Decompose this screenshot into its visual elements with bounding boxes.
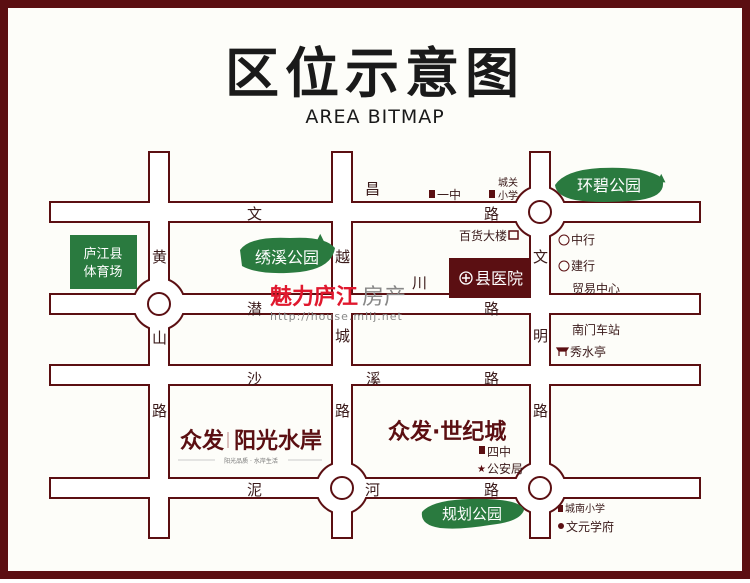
- star-icon: ★: [477, 464, 486, 475]
- stadium-marker: 庐江县 体育场: [70, 235, 137, 289]
- poi-jianhang: 建行: [571, 259, 595, 273]
- road-label: 路: [152, 402, 167, 420]
- stadium-label: 体育场: [83, 264, 122, 280]
- road-label: 文: [247, 205, 262, 223]
- poi-nanmen: 南门车站: [572, 322, 620, 337]
- poi-yizhong: 一中: [437, 187, 461, 202]
- road-label: 路: [484, 205, 499, 223]
- road-label: 河: [365, 481, 380, 499]
- road: [333, 153, 351, 537]
- poi-chengnan: 城南小学: [565, 502, 605, 515]
- school-icon: [479, 446, 485, 454]
- poi-chengguan: 城关: [498, 176, 518, 189]
- road-label: 溪: [366, 370, 381, 388]
- watermark-brand: 魅力庐江: [270, 284, 358, 310]
- road-network: [49, 151, 701, 539]
- watermark-suffix: 房产: [362, 285, 406, 310]
- poi-chengguan: 小学: [498, 189, 518, 202]
- road-label: 越: [335, 248, 350, 266]
- road-label: 路: [484, 481, 499, 499]
- hospital-icon: [459, 271, 473, 285]
- road-label: 路: [533, 402, 548, 420]
- poi-zhonghang: 中行: [571, 232, 595, 247]
- road-label: 昌: [365, 180, 380, 198]
- park-label: 环碧公园: [577, 176, 641, 195]
- road-label: 沙: [247, 370, 262, 388]
- dot-icon: [558, 523, 564, 529]
- poi-xiushui: 秀水亭: [570, 344, 606, 359]
- page-title: 区位示意图: [225, 42, 525, 105]
- hospital-marker: 县医院: [449, 258, 531, 298]
- poi-wenyuan: 文元学府: [566, 519, 614, 534]
- project-slogan: 阳光品质 · 水岸生活: [224, 457, 278, 465]
- bank-icon: [558, 234, 570, 246]
- bank-icon: [558, 260, 570, 272]
- road-label: 川: [412, 274, 427, 292]
- watermark: 魅力庐江 房产 http://house.mllj.net: [270, 284, 406, 323]
- park-guihua: 规划公园: [421, 498, 524, 529]
- park-label: 绣溪公园: [255, 248, 319, 267]
- watermark-url: http://house.mllj.net: [270, 310, 403, 323]
- road: [531, 153, 549, 537]
- stadium-label: 庐江县: [83, 247, 122, 262]
- road-label: 泥: [247, 481, 262, 499]
- road-label: 城: [335, 327, 350, 345]
- road-label: 路: [484, 300, 499, 318]
- project-brand: 众发: [180, 428, 225, 454]
- poi-sizhong: 四中: [487, 444, 511, 459]
- project-name: 阳光水岸: [234, 429, 322, 454]
- store-icon: [508, 230, 519, 240]
- school-icon: [489, 190, 495, 198]
- road-label: 路: [335, 402, 350, 420]
- school-icon: [558, 505, 563, 512]
- project-shiji: 众发·世纪城: [388, 419, 506, 445]
- page-subtitle: AREA BITMAP: [305, 106, 444, 128]
- road-label: 潜: [247, 300, 262, 318]
- roundabout-island: [330, 476, 354, 500]
- road-label: 路: [484, 370, 499, 388]
- project-yangguang: 众发 阳光水岸 阳光品质 · 水岸生活: [178, 428, 322, 465]
- road-labels: 文 昌 路 潜 川 路 沙 溪 路 泥 河 路 黄 山 路 越 城 路 文 明 …: [152, 180, 548, 499]
- road-label: 山: [152, 329, 167, 347]
- roundabout-island: [528, 476, 552, 500]
- poi-baihuo: 百货大楼: [459, 228, 507, 243]
- poi-maoyi: 贸易中心: [572, 281, 620, 296]
- road: [51, 203, 699, 221]
- tree-icon: ▲: [316, 231, 325, 244]
- poi-gongan: 公安局: [487, 461, 523, 476]
- park-label: 规划公园: [442, 505, 502, 523]
- road-label: 文: [533, 248, 548, 266]
- tree-icon: ▲: [657, 171, 666, 184]
- road: [150, 153, 168, 537]
- roundabout-island: [147, 292, 171, 316]
- road-label: 明: [533, 327, 548, 345]
- roundabout-island: [528, 200, 552, 224]
- school-icon: [429, 190, 435, 198]
- park-huanbi: 环碧公园 ▲: [555, 167, 666, 202]
- pavilion-icon: [555, 347, 570, 356]
- road-label: 黄: [152, 248, 167, 266]
- park-xiuxi: 绣溪公园 ▲: [240, 231, 335, 274]
- hospital-label: 县医院: [475, 269, 523, 288]
